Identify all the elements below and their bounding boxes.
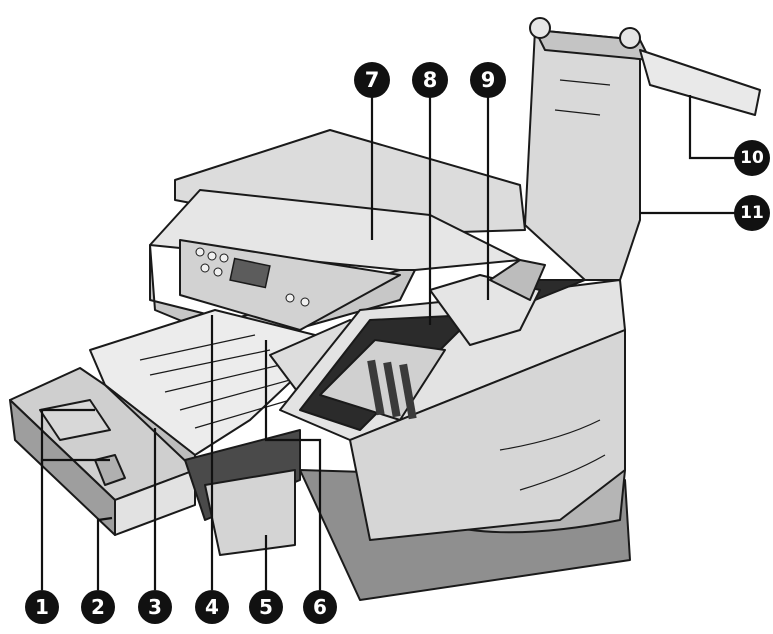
callout-8: 8: [412, 62, 448, 98]
callout-5: 5: [249, 590, 283, 624]
callout-10: 10: [734, 140, 770, 176]
svg-text:11: 11: [740, 203, 764, 223]
panel-button: [201, 264, 209, 272]
svg-text:1: 1: [35, 595, 49, 619]
top-cover-open: [525, 18, 650, 280]
svg-text:3: 3: [148, 595, 162, 619]
panel-button: [301, 298, 309, 306]
callout-9: 9: [470, 62, 506, 98]
panel-button: [214, 268, 222, 276]
panel-button: [196, 248, 204, 256]
panel-button: [208, 252, 216, 260]
svg-text:10: 10: [740, 148, 764, 168]
svg-text:8: 8: [423, 68, 438, 92]
callout-3: 3: [138, 590, 172, 624]
svg-text:2: 2: [91, 595, 105, 619]
callout-2: 2: [81, 590, 115, 624]
svg-text:9: 9: [481, 68, 496, 92]
svg-text:4: 4: [205, 595, 219, 619]
cover-strap: [640, 50, 760, 115]
panel-button: [286, 294, 294, 302]
svg-text:5: 5: [259, 595, 273, 619]
callout-6: 6: [303, 590, 337, 624]
callout-7: 7: [354, 62, 390, 98]
callout-11: 11: [734, 195, 770, 231]
panel-button: [220, 254, 228, 262]
callout-4: 4: [195, 590, 229, 624]
svg-text:7: 7: [365, 68, 380, 92]
svg-text:6: 6: [313, 595, 327, 619]
callout-1: 1: [25, 590, 59, 624]
